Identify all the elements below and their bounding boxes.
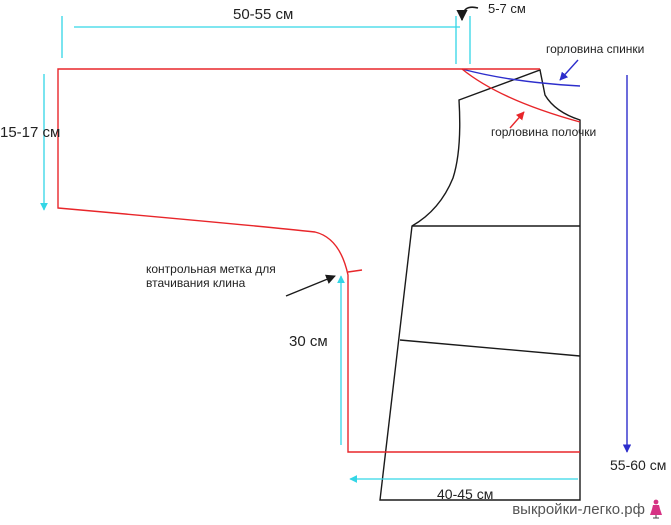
site-watermark: выкройки-легко.рф [512, 499, 663, 519]
measurement-lines [40, 16, 578, 483]
body-panel-outline [379, 69, 581, 501]
shoulder-drop-label: 5-7 см [488, 1, 526, 16]
dress-mannequin-icon [650, 499, 662, 519]
sleeve-depth-label: 15-17 см [0, 124, 61, 141]
shoulder-drop-arrow [456, 6, 479, 22]
control-mark-label: контрольная метка для втачивания клина [146, 262, 276, 290]
gusset-height-label: 30 см [289, 333, 328, 350]
sleeve-outline [57, 68, 581, 453]
back-neckline-curve [461, 68, 581, 87]
front-neckline-pointer [509, 111, 525, 129]
back-neckline-pointer [559, 59, 579, 81]
back-neckline-label: горловина спинки [546, 42, 645, 56]
watermark-text: выкройки-легко.рф [512, 500, 645, 518]
control-mark-pointer [285, 274, 336, 297]
length-label: 55-60 см [610, 457, 667, 473]
front-neckline-label: горловина полочки [491, 125, 597, 139]
sleeve-width-label: 50-55 см [233, 6, 294, 23]
hem-width-label: 40-45 см [437, 486, 494, 502]
